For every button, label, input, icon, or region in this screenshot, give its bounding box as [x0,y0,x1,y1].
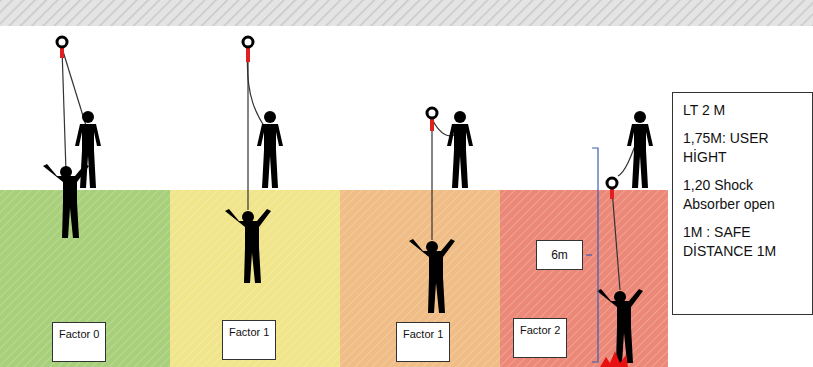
factor-box: Factor 2 [513,318,567,358]
box-text: 1,20 Shock Absorber open [683,176,806,214]
factor-box: Factor 1 [396,322,450,362]
box-text: Factor 0 [59,327,99,341]
box-text: 1M : SAFE DİSTANCE 1M [683,223,806,261]
info-box: LT 2 M 1,75M: USER HİGHT 1,20 Shock Absorb… [672,92,813,315]
factor-box: Factor 0 [52,322,106,362]
box-text: 6m [545,248,574,262]
box-text: Factor 1 [229,325,269,339]
factor-box: Factor 1 [222,320,276,360]
box-text: Factor 1 [403,327,443,341]
distance-box: 6m [536,240,583,270]
box-text: Factor 2 [520,323,560,337]
box-text: LT 2 M [683,101,806,120]
box-text: 1,75M: USER HİGHT [683,129,806,167]
